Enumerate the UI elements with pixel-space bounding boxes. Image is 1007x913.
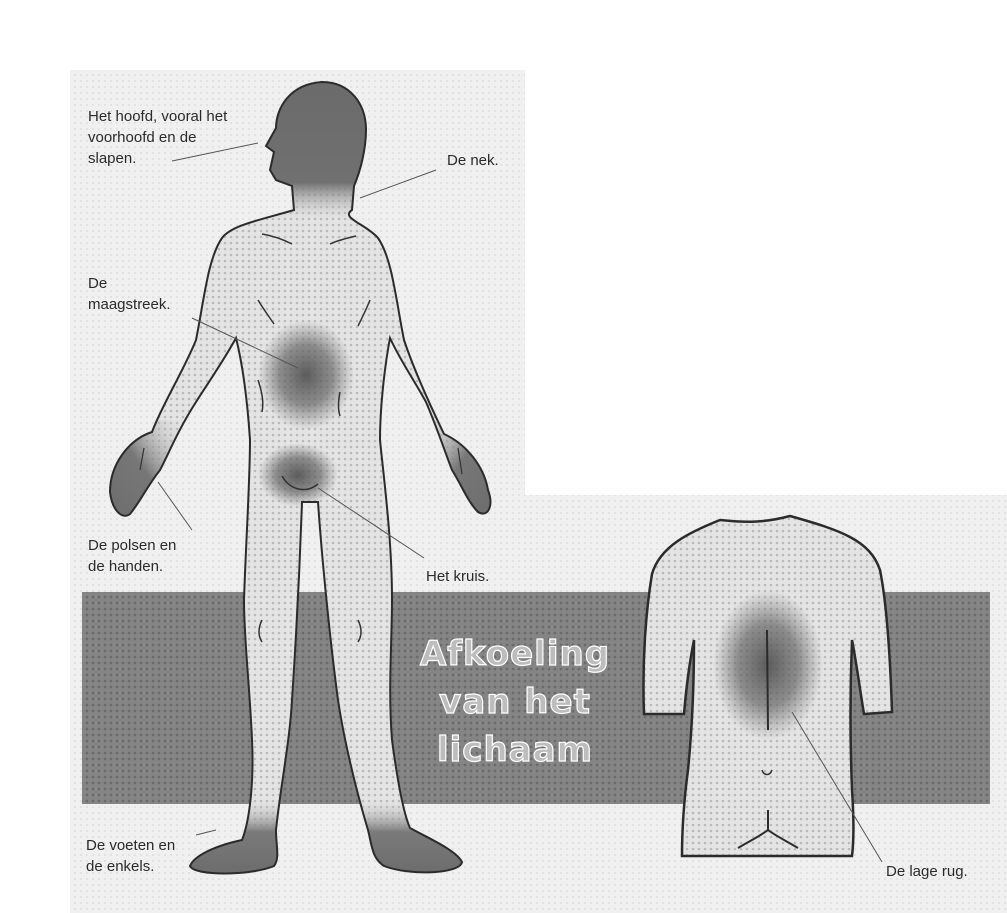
stomach-label: De maagstreek. xyxy=(88,273,171,315)
head-label: Het hoofd, vooral het voorhoofd en de sl… xyxy=(88,106,227,169)
neck-label: De nek. xyxy=(447,150,499,171)
feet-label: De voeten en de enkels. xyxy=(86,835,175,877)
lower-back-label: De lage rug. xyxy=(886,861,968,882)
title-line-2: van het xyxy=(395,678,635,726)
title-line-3: lichaam xyxy=(395,726,635,774)
groin-label: Het kruis. xyxy=(426,566,489,587)
title-line-1: Afkoeling xyxy=(395,630,635,678)
groin-cold-zone xyxy=(258,443,338,507)
diagram-title: Afkoeling van het lichaam xyxy=(395,630,635,774)
wrists-label: De polsen en de handen. xyxy=(88,535,176,577)
